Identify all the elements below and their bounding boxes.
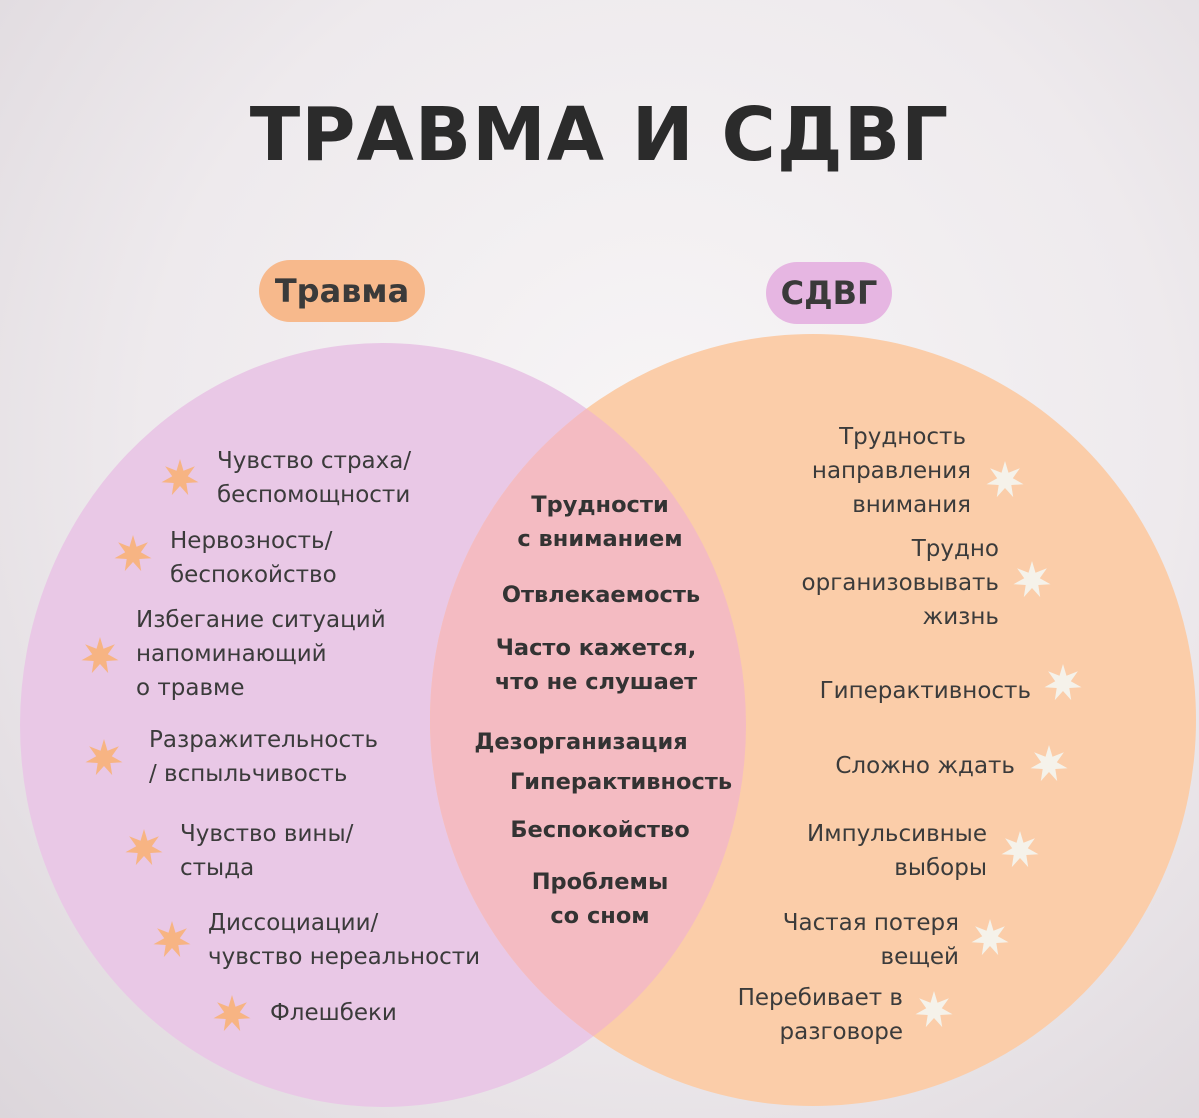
common-item-not-listening: Часто кажется,что не слушает xyxy=(494,635,698,695)
trauma-item-nervousness: Нервозность/беспокойство xyxy=(170,528,337,588)
trauma-item-dissociation: Диссоциации/чувство нереальности xyxy=(208,910,481,970)
trauma-star-icon xyxy=(113,534,153,574)
overlap-region xyxy=(430,343,746,1106)
adhd-star-icon xyxy=(914,990,954,1030)
adhd-star-icon xyxy=(970,918,1010,958)
trauma-star-icon xyxy=(160,458,200,498)
trauma-star-icon xyxy=(212,994,252,1034)
label-adhd: СДВГ xyxy=(766,262,892,324)
trauma-star-icon xyxy=(124,828,164,868)
common-item-distractibility: Отвлекаемость xyxy=(501,582,701,608)
adhd-star-icon xyxy=(985,460,1025,500)
trauma-item-irritability: Разражительность/ вспыльчивость xyxy=(149,727,379,787)
trauma-star-icon xyxy=(84,738,124,778)
trauma-item-guilt: Чувство вины/стыда xyxy=(180,821,354,881)
adhd-star-icon xyxy=(1000,830,1040,870)
trauma-item-fear: Чувство страха/беспомощности xyxy=(217,448,412,508)
adhd-star-icon xyxy=(1029,744,1069,784)
trauma-star-icon xyxy=(80,636,120,676)
page-title: ТРАВМА И СДВГ xyxy=(249,92,950,178)
trauma-star-icon xyxy=(152,920,192,960)
label-trauma: Травма xyxy=(259,260,425,322)
adhd-star-icon xyxy=(1043,663,1083,703)
adhd-star-icon xyxy=(1012,560,1052,600)
common-item-anxiety: Беспокойство xyxy=(510,817,690,843)
adhd-item-hard-to-wait: Сложно ждать xyxy=(835,753,1015,779)
trauma-item-flashbacks: Флешбеки xyxy=(270,1000,397,1026)
adhd-item-hyperactivity: Гиперактивность xyxy=(819,678,1031,704)
